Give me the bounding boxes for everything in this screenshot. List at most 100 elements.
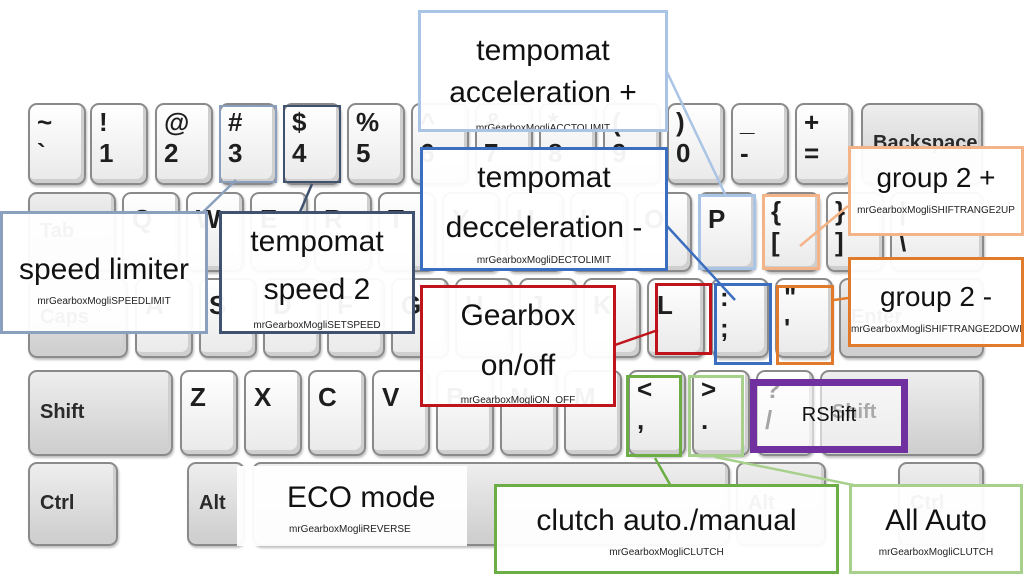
- callout-subtitle: acceleration +: [449, 76, 637, 109]
- key-top-symbol: #: [228, 107, 243, 137]
- key-bottom-symbol: ,: [637, 405, 645, 435]
- key-label: C: [318, 382, 337, 412]
- key-top-symbol: @: [164, 107, 190, 137]
- highlight-key-semicolon: [714, 283, 772, 365]
- callout-title: group 2 -: [879, 281, 993, 312]
- key-ctrl-row5-0: Ctrl: [28, 462, 118, 546]
- key-label: P: [708, 204, 726, 234]
- callout-binding-code: mrGearboxMogliDECTOLIMIT: [476, 255, 612, 266]
- key-top-symbol: ": [784, 282, 797, 312]
- highlight-key-l: [655, 283, 712, 355]
- callout-gearbox-on-off: Gearbox on/off mrGearboxMogliON_OFF: [420, 285, 616, 407]
- key-bottom-symbol: 5: [356, 138, 371, 168]
- key-bottom-symbol: 0: [676, 138, 691, 168]
- connector-allauto: [714, 455, 869, 490]
- key-bottom-symbol: 1: [99, 138, 114, 168]
- key-bottom-symbol: [: [771, 227, 780, 257]
- callout-binding-code: mrGearboxMogliON_OFF: [460, 395, 576, 406]
- callout-group-2-minus: group 2 - mrGearboxMogliSHIFTRANGE2DOWN: [848, 257, 1024, 347]
- callout-binding-code: mrGearboxMogliACCTOLIMIT: [475, 123, 611, 132]
- callout-all-auto: All Auto mrGearboxMogliCLUTCH: [849, 484, 1023, 574]
- callout-title: tempomat: [250, 225, 384, 258]
- callout-speed-limiter: speed limiter mrGearboxMogliSPEEDLIMIT: [0, 211, 208, 334]
- key-2: @2: [155, 103, 213, 185]
- callout-binding-code: mrGearboxMogliCLUTCH: [878, 547, 994, 558]
- callout-title: ECO mode: [287, 481, 436, 514]
- key-top-symbol: :: [720, 282, 729, 312]
- callout-subtitle: decceleration -: [445, 211, 643, 244]
- key-semicolon: :;: [711, 278, 769, 358]
- connector-group-plus: [799, 205, 849, 247]
- connector-speed2: [298, 183, 314, 213]
- key-shift-row4-0: Shift: [28, 370, 173, 456]
- key-top-symbol: %: [356, 107, 380, 137]
- callout-title: Gearbox: [460, 299, 576, 332]
- key-bottom-symbol: 4: [292, 138, 307, 168]
- key-bottom-symbol: ;: [720, 313, 729, 343]
- key-bottom-symbol: ': [784, 313, 791, 343]
- callout-title: tempomat: [477, 161, 611, 194]
- connector-group-minus: [833, 296, 849, 302]
- callout-title: RShift: [801, 404, 857, 426]
- key-label: X: [254, 382, 272, 412]
- callout-title: tempomat: [476, 34, 610, 67]
- callout-binding-code: mrGearboxMogliSHIFTRANGE2DOWN: [851, 324, 1024, 335]
- key-period: >.: [692, 370, 750, 456]
- callout-title: group 2 +: [876, 162, 996, 193]
- callout-title: speed limiter: [18, 253, 190, 286]
- key-x: X: [244, 370, 302, 456]
- key-top-symbol: {: [771, 196, 782, 226]
- callout-binding-code: mrGearboxMogliSETSPEED: [253, 320, 381, 331]
- key-bottom-symbol: =: [804, 138, 820, 168]
- key-3: #3: [219, 103, 277, 185]
- connector-dec-minus: [665, 224, 736, 301]
- callout-binding-code: mrGearboxMogliSPEEDLIMIT: [37, 296, 171, 307]
- callout-group-2-plus: group 2 +mrGearboxMogliSHIFTRANGE2UP: [848, 146, 1024, 236]
- key-label: Alt: [199, 492, 226, 514]
- key-label: Shift: [40, 401, 85, 423]
- connector-gearbox: [614, 328, 659, 347]
- key-label: Z: [190, 382, 206, 412]
- connector-clutch: [653, 457, 674, 489]
- key-label: L: [657, 290, 673, 320]
- key-5: %5: [347, 103, 405, 185]
- callout-title: All Auto: [885, 504, 987, 537]
- callout-subtitle: on/off: [480, 349, 556, 382]
- key-top-symbol: _: [740, 107, 755, 137]
- highlight-key-quote: [776, 285, 834, 365]
- key-comma: <,: [628, 370, 686, 456]
- key-equals: +=: [795, 103, 853, 185]
- key-bottom-symbol: `: [37, 138, 46, 168]
- key-bottom-symbol: ]: [835, 227, 844, 257]
- key-quote: "': [775, 278, 833, 358]
- key-alt-row5-1: Alt: [187, 462, 245, 546]
- key-minus: _-: [731, 103, 789, 185]
- key-bottom-symbol: 2: [164, 138, 179, 168]
- key-backtick: ~`: [28, 103, 86, 185]
- key-top-symbol: +: [804, 107, 820, 137]
- key-bottom-symbol: -: [740, 138, 749, 168]
- callout-decceleration-minus: tempomat decceleration - mrGearboxMogliDEC…: [420, 147, 668, 271]
- key-bottom-symbol: \: [899, 227, 907, 257]
- callout-rshift: RShift: [750, 379, 908, 453]
- callout-binding-code: mrGearboxMogliREVERSE: [289, 524, 411, 535]
- key-top-symbol: ~: [37, 107, 53, 137]
- key-c: C: [308, 370, 366, 456]
- highlight-key-4: [283, 105, 341, 183]
- key-top-symbol: <: [637, 374, 653, 404]
- callout-tempomat-speed-2: tempomat speed 2 mrGearboxMogliSETSPEED: [219, 211, 415, 334]
- key-top-symbol: >: [701, 374, 717, 404]
- callout-acceleration-plus: tempomat acceleration + mrGearboxMogliACCT…: [418, 10, 668, 132]
- connector-acc-plus: [664, 69, 728, 197]
- key-top-symbol: $: [292, 107, 307, 137]
- callout-subtitle: speed 2: [263, 273, 371, 306]
- callout-eco-mode: ECO mode mrGearboxMogliREVERSE: [237, 466, 467, 546]
- key-bottom-symbol: 3: [228, 138, 243, 168]
- callout-binding-code: mrGearboxMogliCLUTCH: [609, 547, 724, 558]
- key-label: Ctrl: [40, 492, 75, 514]
- highlight-key-period: [688, 375, 744, 457]
- key-label: V: [382, 382, 400, 412]
